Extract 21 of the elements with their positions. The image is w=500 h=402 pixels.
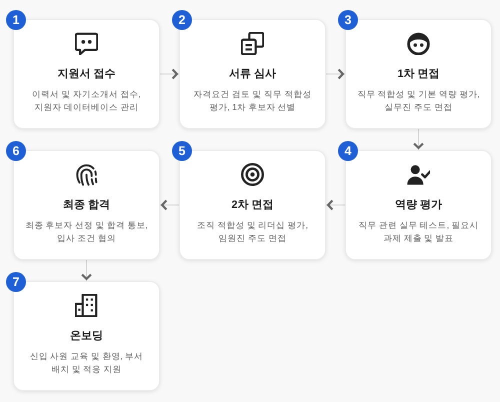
step-title: 역량 평가 — [395, 198, 442, 212]
step-title: 지원서 접수 — [58, 67, 116, 81]
number-badge: 6 — [6, 141, 26, 161]
step-title: 서류 심사 — [229, 67, 276, 81]
step-description: 이력서 및 자기소개서 접수, 지원자 데이터베이스 관리 — [32, 88, 141, 114]
step-description: 조직 적합성 및 리더십 평가, 임원진 주도 면접 — [196, 219, 308, 245]
number-badge: 1 — [6, 10, 26, 30]
number-badge: 2 — [172, 10, 192, 30]
step-description: 자격요건 검토 및 직무 적합성 평가, 1차 후보자 선별 — [194, 88, 312, 114]
number-badge: 5 — [172, 141, 192, 161]
step-description: 신입 사원 교육 및 환영, 부서 배치 및 적응 지원 — [30, 350, 144, 376]
step-title: 2차 면접 — [232, 198, 274, 212]
number-badge: 7 — [6, 272, 26, 292]
number-badge: 3 — [338, 10, 358, 30]
step-description: 최종 후보자 선정 및 합격 통보, 입사 조건 협의 — [25, 219, 148, 245]
step-description: 직무 적합성 및 기본 역량 평가, 실무진 주도 면접 — [357, 88, 480, 114]
step-title: 온보딩 — [70, 329, 103, 343]
step-description: 직무 관련 실무 테스트, 필요시 과제 제출 및 발표 — [358, 219, 479, 245]
step-title: 1차 면접 — [398, 67, 440, 81]
number-badge: 4 — [338, 141, 358, 161]
step-title: 최종 합격 — [63, 198, 110, 212]
